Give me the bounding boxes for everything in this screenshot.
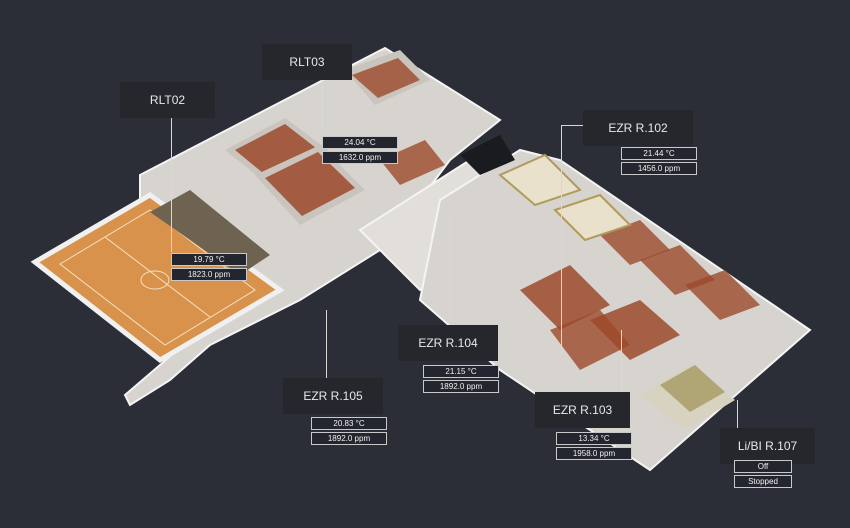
room-readout-ezr104: 21.15 °C 1892.0 ppm bbox=[423, 365, 499, 393]
leader-line-ezr103 bbox=[621, 330, 622, 392]
operation-value: Stopped bbox=[734, 475, 792, 488]
co2-value: 1892.0 ppm bbox=[311, 432, 387, 445]
room-label-ezr105[interactable]: EZR R.105 bbox=[283, 378, 383, 414]
room-readout-rlt02: 19.79 °C 1823.0 ppm bbox=[171, 253, 247, 281]
temperature-value: 21.44 °C bbox=[621, 147, 697, 160]
leader-line-ezr102 bbox=[561, 125, 562, 355]
temperature-value: 20.83 °C bbox=[311, 417, 387, 430]
room-label-libi107[interactable]: Li/BI R.107 bbox=[720, 428, 815, 464]
leader-line-rlt02 bbox=[171, 112, 172, 252]
co2-value: 1632.0 ppm bbox=[322, 151, 398, 164]
temperature-value: 21.15 °C bbox=[423, 365, 499, 378]
temperature-value: 13.34 °C bbox=[556, 432, 632, 445]
room-label-rlt02[interactable]: RLT02 bbox=[120, 82, 215, 118]
co2-value: 1823.0 ppm bbox=[171, 268, 247, 281]
temperature-value: 19.79 °C bbox=[171, 253, 247, 266]
room-label-ezr102[interactable]: EZR R.102 bbox=[583, 110, 693, 146]
leader-line-ezr105 bbox=[326, 310, 327, 378]
room-label-ezr103[interactable]: EZR R.103 bbox=[535, 392, 630, 428]
room-label-rlt03[interactable]: RLT03 bbox=[262, 44, 352, 80]
room-label-ezr104[interactable]: EZR R.104 bbox=[398, 325, 498, 361]
room-readout-ezr102: 21.44 °C 1456.0 ppm bbox=[621, 147, 697, 175]
co2-value: 1456.0 ppm bbox=[621, 162, 697, 175]
room-readout-rlt03: 24.04 °C 1632.0 ppm bbox=[322, 136, 398, 164]
room-readout-ezr103: 13.34 °C 1958.0 ppm bbox=[556, 432, 632, 460]
status-value: Off bbox=[734, 460, 792, 473]
temperature-value: 24.04 °C bbox=[322, 136, 398, 149]
co2-value: 1958.0 ppm bbox=[556, 447, 632, 460]
leader-line-ezr104 bbox=[449, 215, 450, 325]
leader-line-rlt03 bbox=[322, 72, 323, 132]
leader-line-libi107 bbox=[737, 400, 738, 432]
co2-value: 1892.0 ppm bbox=[423, 380, 499, 393]
leader-line-ezr102-h bbox=[561, 125, 583, 126]
room-readout-ezr105: 20.83 °C 1892.0 ppm bbox=[311, 417, 387, 445]
room-readout-libi107: Off Stopped bbox=[734, 460, 792, 488]
